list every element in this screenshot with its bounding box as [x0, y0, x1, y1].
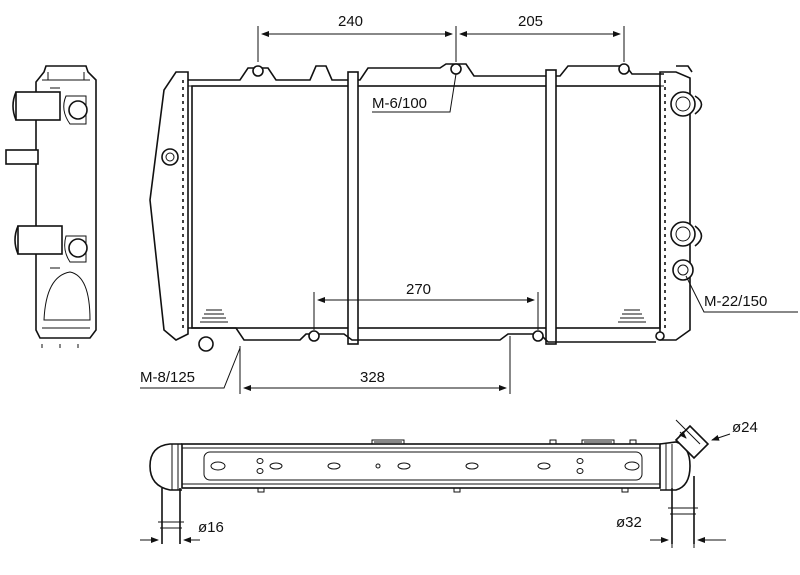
thread-m22-label: M-22/150 [704, 293, 767, 310]
diameter-24-label: ø24 [732, 419, 758, 436]
dim-270-label: 270 [406, 281, 431, 298]
thread-m8-label: M-8/125 [140, 369, 195, 386]
thread-m6-label: M-6/100 [372, 95, 427, 112]
dimension-lines [140, 26, 798, 548]
dim-328-label: 328 [360, 369, 385, 386]
side-view [5, 65, 97, 348]
front-view [149, 63, 703, 352]
dim-240-label: 240 [338, 13, 363, 30]
diameter-16-label: ø16 [198, 519, 224, 536]
dim-205-label: 205 [518, 13, 543, 30]
dimension-labels: 240 205 270 328 M-6/100 M-22/150 M-8/125… [140, 13, 767, 536]
diameter-32-label: ø32 [616, 514, 642, 531]
